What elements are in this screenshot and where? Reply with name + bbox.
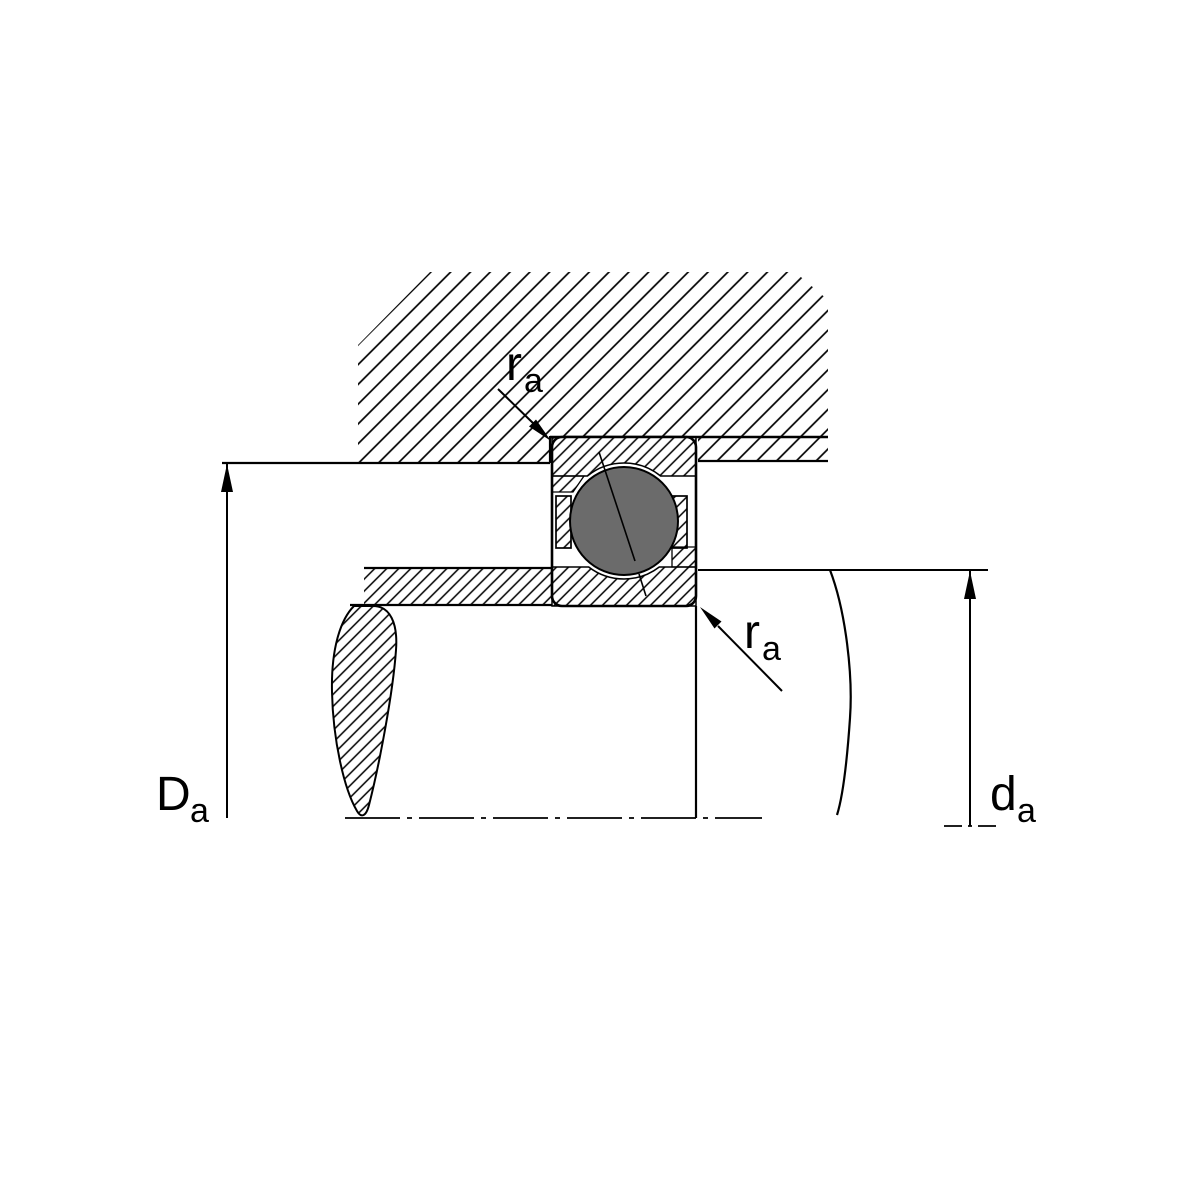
Da-label: D: [156, 768, 191, 821]
ra-bottom-leader-line: [717, 625, 783, 692]
bearing-inner-ring-shoulder: [671, 546, 697, 568]
bearing: [550, 435, 698, 608]
ra-top-label-subscript: a: [524, 362, 543, 400]
housing-section: [222, 272, 828, 465]
fillet-ra-bottom: r a: [700, 606, 783, 692]
contact-angle-line: [598, 451, 636, 562]
dimension-Da: D a: [156, 463, 233, 830]
ra-bottom-label-subscript: a: [762, 630, 781, 668]
Da-arrowhead: [221, 464, 233, 492]
shaft-shoulder-hatch: [364, 568, 552, 605]
bearing-ball: [569, 466, 679, 576]
Da-label-subscript: a: [190, 792, 209, 830]
ra-bottom-label: r: [744, 606, 760, 659]
ra-top-leader-line: [497, 388, 536, 426]
fillet-ra-top: r a: [497, 338, 551, 441]
dimension-da: d a: [964, 570, 1036, 830]
ra-bottom-arrowhead: [700, 607, 722, 629]
housing-hatch-area: [358, 272, 828, 463]
da-label-subscript: a: [1017, 792, 1036, 830]
shaft-section: [330, 566, 988, 818]
bearing-cage-left: [555, 495, 572, 549]
da-arrowhead: [964, 571, 976, 599]
da-label: d: [990, 768, 1017, 821]
ra-top-arrowhead: [529, 419, 551, 441]
shaft-right-contour: [828, 569, 852, 816]
bearing-outline: [550, 435, 698, 608]
contact-angle-line-dash: [638, 573, 647, 597]
shaft-break-section: [330, 605, 398, 817]
ra-top-label: r: [506, 338, 522, 391]
bearing-outer-ring: [551, 436, 697, 477]
